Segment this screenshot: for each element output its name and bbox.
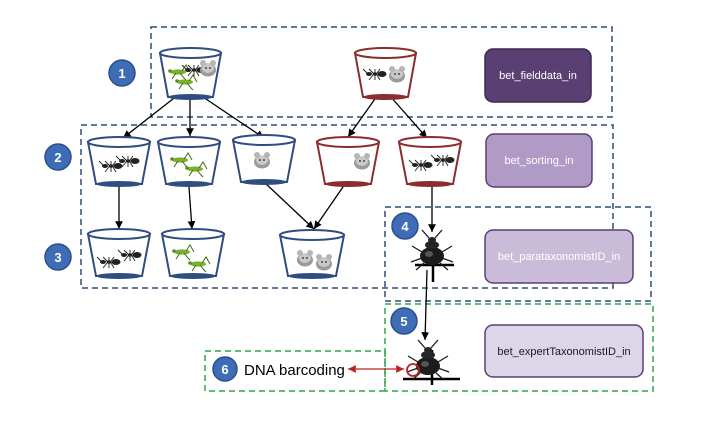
- step-marker-3: 3: [44, 243, 72, 271]
- leg-sample-marker: [406, 363, 420, 377]
- pinned-beetle-expert: [403, 339, 460, 385]
- table-box-expert: [484, 324, 644, 378]
- svg-text:3: 3: [54, 250, 61, 265]
- svg-text:2: 2: [54, 150, 61, 165]
- table-label-expert: bet_expertTaxonomistID_in: [497, 346, 630, 358]
- bucket-final-ants: [86, 228, 152, 279]
- bucket-sort-ants: [86, 136, 152, 187]
- bucket-final-grasshoppers: [160, 228, 226, 279]
- field-data-dashed-box: [150, 26, 613, 118]
- bucket-sort-mouse-red: [315, 136, 381, 187]
- table-box-parataxonomist: [484, 229, 634, 284]
- table-box-sorting: [485, 133, 593, 188]
- table-label-fielddata: bet_fielddata_in: [499, 70, 577, 82]
- svg-text:4: 4: [401, 219, 409, 234]
- svg-text:6: 6: [221, 362, 228, 377]
- step-marker-6: 6: [212, 356, 238, 382]
- step-marker-5: 5: [390, 307, 418, 335]
- bucket-field-red: [353, 47, 418, 100]
- bucket-field-blue: [158, 47, 223, 100]
- svg-text:5: 5: [400, 314, 407, 329]
- bucket-sort-grasshoppers: [156, 136, 222, 187]
- dna-barcoding-label: DNA barcoding: [244, 362, 345, 379]
- bucket-final-mice: [278, 229, 346, 279]
- sorting-dashed-box: [80, 124, 614, 289]
- parataxonomist-dashed-box: [384, 206, 652, 302]
- table-label-sorting: bet_sorting_in: [504, 155, 573, 167]
- step-marker-2: 2: [44, 143, 72, 171]
- table-label-parataxonomist: bet_parataxonomistID_in: [498, 251, 620, 263]
- table-box-fielddata: [484, 48, 592, 103]
- expert-dashed-box: [384, 303, 654, 392]
- bucket-sort-mouse-blue: [231, 134, 297, 185]
- step-marker-4: 4: [391, 212, 419, 240]
- step-marker-1: 1: [108, 59, 136, 87]
- pinned-beetle-parataxonomist: [410, 229, 454, 282]
- bucket-sort-ants-red: [397, 136, 463, 187]
- svg-text:1: 1: [118, 66, 125, 81]
- flow-arrows: [115, 94, 436, 341]
